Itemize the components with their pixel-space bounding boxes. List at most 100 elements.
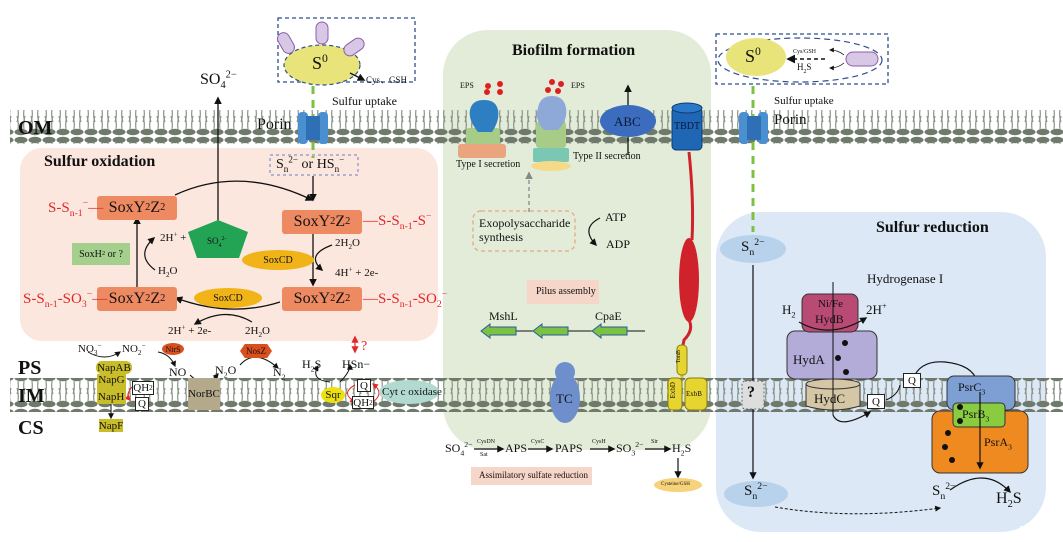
sn-bottom-ellipse [724,481,788,507]
sulfate-pentagon [188,220,248,258]
psrc-label: PsrC3 [958,380,986,397]
q-box-sqr: Q [357,379,371,392]
h2o-label: H2O [158,265,178,280]
tbdt-barrel [671,102,703,151]
substrate-top-right: —S-Sn-1-S− [363,211,432,232]
s0-label-left: S0 [312,52,328,73]
type2-secretion-label: Type II secretion [573,151,641,162]
napab: NapAB [96,361,132,374]
label-ps: PS [18,357,42,379]
asr-h2s: H2S [672,441,692,458]
exbb-label: ExbB [686,390,702,398]
abc-label: ABC [614,114,641,129]
label-im: IM [18,385,45,407]
no-label: NO [169,365,187,379]
tonb-label: TonB [676,350,682,364]
eps-label-2: EPS [571,81,585,90]
sn-bottom-right-label: Sn2− [932,481,956,502]
gene-arrow-cpae [591,322,628,340]
exbd-label: ExbD [669,382,677,399]
hydrogenase-label: Hydrogenase I [867,271,944,286]
sulfate-out-label: SO42− [200,69,237,92]
hydb-label: HydB [815,312,844,326]
substrate-bottom-right: —S-Sn-1-SO2− [363,289,448,310]
sulfur-uptake-right: Sulfur uptake [774,95,834,107]
two-h2o-right-label: 2H2O [335,237,360,252]
hydc-label: HydC [814,391,846,406]
tonb-periplasmic-domain [679,238,699,322]
napg: NapG [97,374,126,404]
nosz-enzyme: NosZ [240,344,272,358]
four-h-label: 4H+ + 2e- [335,265,379,279]
type1-secretion-label: Type I secretion [456,159,521,170]
label-om: OM [18,117,53,139]
no2-label: NO2− [122,341,146,358]
porin-label-left: Porin [257,116,292,133]
psrb [952,402,1006,428]
q-box-2: Q [903,373,921,388]
asr-sir: Sir [651,439,659,445]
norbc-enzyme: NorBC [188,378,220,410]
eps-label-1: EPS [460,81,474,90]
substrate-bottom-left: S-Sn-1-SO3−— [23,289,108,310]
porin-right [739,112,768,144]
s0-cell-right [726,38,786,76]
tc-transporter [550,362,580,423]
cyt-c-oxidase-label: Cyt c oxidase [382,386,442,398]
tonb [676,344,688,376]
biofilm-title: Biofilm formation [512,42,636,59]
nirs-enzyme: NirS [162,343,184,355]
sqr-enzyme: Sqr [321,387,345,403]
atp-label: ATP [605,210,627,224]
watermark: m.gf [1019,522,1057,538]
unknown-transporter [741,380,765,410]
h2s-product-label: H2S [996,490,1022,511]
q-box-1: Q [867,394,885,409]
porin-label-right: Porin [774,112,807,128]
asr-cysdn: CysDN [477,439,496,445]
nife-label: Ni/Fe [818,298,844,310]
substrate-top-left: S-Sn-1−— [48,198,104,219]
asr-cysh: CysH [592,439,606,445]
asr-so3: SO32− [616,440,644,458]
cyt-c-oxidase [379,380,439,404]
adp-label: ADP [606,237,631,251]
h2s-label-right: H2S [797,62,812,75]
sulfur-uptake-left: Sulfur uptake [332,94,397,108]
no3-label: NO3− [78,341,102,358]
n2-label: N2 [273,365,286,382]
n2o-label: N2O [215,363,237,380]
cysteine-gsh [654,478,702,492]
two-h-plus-label: 2H+ + [160,230,187,244]
asr-sat: Sat [480,452,488,458]
hyda-label: HydA [793,352,825,367]
two-h-plus-hyd: 2H+ [866,300,887,317]
h2s-sqr-label: H2S [302,357,322,374]
sn-top-ellipse [720,235,786,263]
asr-so4: SO42− [445,440,473,458]
s0-label-right: S0 [745,45,761,66]
napf: NapF [98,419,124,432]
two-h-2e-label: 2H+ + 2e- [168,323,212,337]
inner-membrane [10,378,1063,412]
tbdt-label: TBDT [674,121,701,132]
label-cs: CS [18,417,44,439]
asr-paps: PAPS [555,441,583,455]
asr-aps: APS [505,441,528,455]
psra-label: PsrA3 [984,435,1012,452]
pilus-assembly-label: Pilus assembly [536,286,596,297]
q-box-nap: Q [135,397,149,411]
soxcd-enzyme-2: SoxCD [194,288,262,308]
s0-cell-left [283,44,361,86]
cys-gsh-label-left: Cys、GSH [366,75,408,85]
cysteine-gsh-label: Cysteine/GSH [661,482,690,487]
sn-bottom-left-label: Sn2− [744,481,768,502]
h2-label: H2 [782,302,796,320]
gene-arrow-mshl [480,322,517,340]
soxcd-enzyme-1: SoxCD [242,250,314,270]
exopolysaccharide-label: Exopolysaccharide synthesis [479,216,571,244]
